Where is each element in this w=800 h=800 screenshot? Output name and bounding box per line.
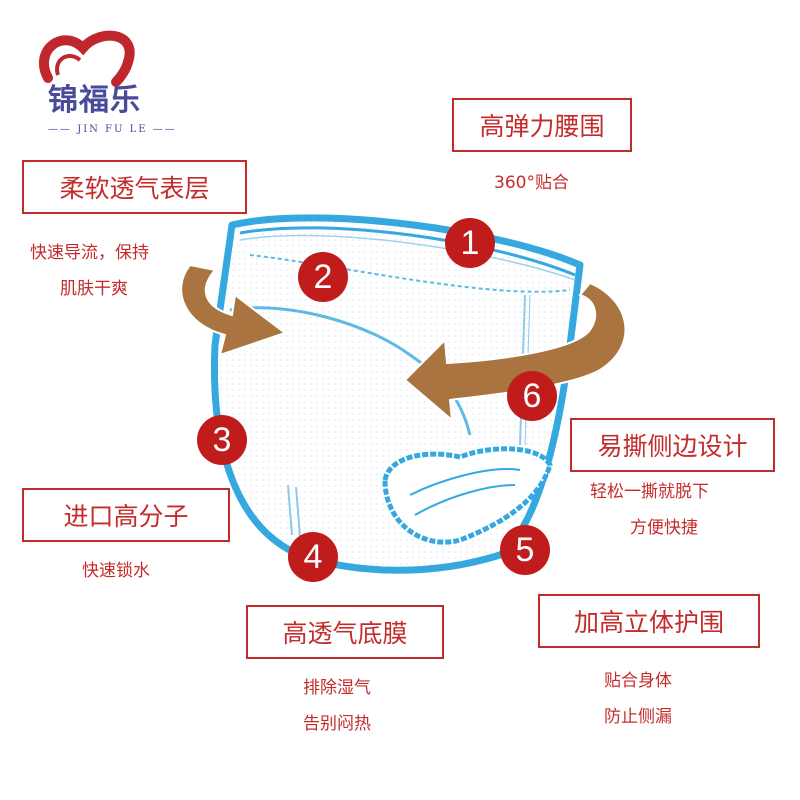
feature-4-desc-line-1: 排除湿气 [303, 678, 371, 698]
brand-subtitle: —— JIN FU LE —— [48, 124, 177, 135]
feature-1-title: 高弹力腰围 [452, 98, 632, 152]
badge-4: 4 [288, 532, 338, 582]
feature-3-desc: 快速锁水 [82, 553, 150, 589]
feature-2-desc-line-1: 快速导流，保持 [30, 243, 149, 263]
feature-6-desc: 轻松一撕就脱下 方便快捷 [590, 474, 709, 546]
badge-3: 3 [197, 415, 247, 465]
feature-4-title: 高透气底膜 [246, 605, 444, 659]
diaper-diagram: 1 2 3 4 5 6 [170, 195, 650, 590]
badge-2: 2 [298, 252, 348, 302]
heart-logo-icon [38, 30, 135, 87]
feature-5-desc: 贴合身体 防止侧漏 [604, 663, 672, 735]
badge-5: 5 [500, 525, 550, 575]
feature-6-desc-line-2: 方便快捷 [630, 518, 698, 538]
diaper-illustration [180, 214, 627, 574]
feature-4-desc-line-2: 告别闷热 [303, 714, 371, 734]
feature-5-title: 加高立体护围 [538, 594, 760, 648]
feature-6-desc-line-1: 轻松一撕就脱下 [590, 482, 709, 502]
badge-6: 6 [507, 371, 557, 421]
feature-5-desc-line-1: 贴合身体 [604, 671, 672, 691]
brand-sub-text: JIN FU LE [77, 124, 148, 135]
feature-6-title: 易撕侧边设计 [570, 418, 775, 472]
badge-1: 1 [445, 218, 495, 268]
feature-2-title: 柔软透气表层 [22, 160, 247, 214]
feature-2-desc-line-2: 肌肤干爽 [60, 279, 128, 299]
feature-1-desc-line: 360°贴合 [494, 173, 569, 193]
feature-1-desc: 360°贴合 [494, 165, 569, 201]
feature-5-desc-line-2: 防止侧漏 [604, 707, 672, 727]
feature-4-desc: 排除湿气 告别闷热 [303, 670, 371, 742]
brand-logo: 锦福乐 —— JIN FU LE —— [28, 20, 178, 135]
feature-3-desc-line: 快速锁水 [82, 561, 150, 581]
feature-2-desc: 快速导流，保持 肌肤干爽 [30, 235, 149, 307]
feature-3-title: 进口高分子 [22, 488, 230, 542]
brand-name: 锦福乐 [48, 83, 141, 118]
